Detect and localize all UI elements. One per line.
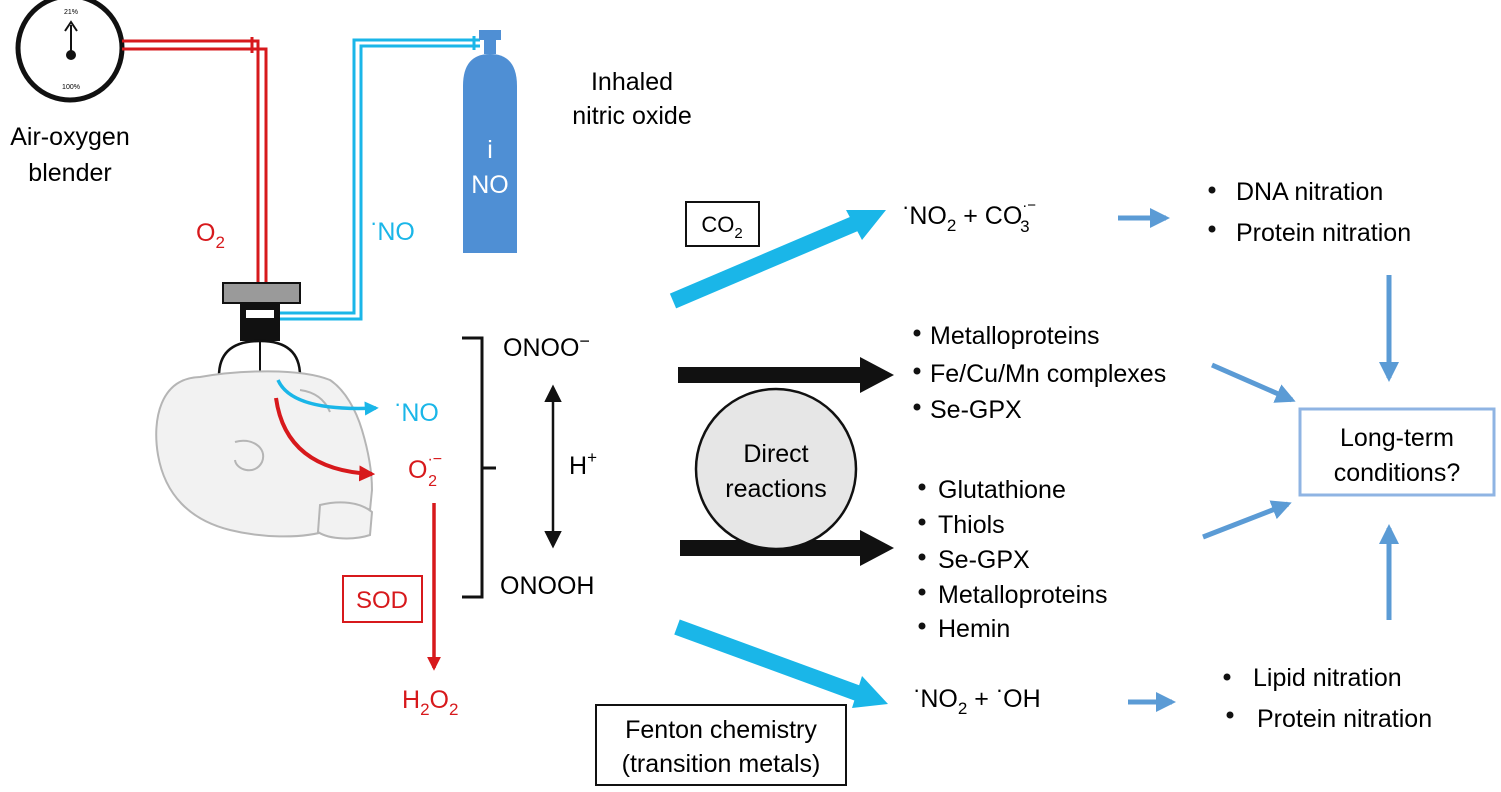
cylinder-label-i: i: [487, 136, 493, 164]
peroxynitrous-acid-label: ONOOH: [500, 572, 594, 600]
direct-upper-arrow-head: [860, 357, 894, 393]
fenton-pathway-arrow-shaft: [674, 619, 871, 705]
inhaled-no-arrow: [276, 379, 379, 416]
nitric-oxide-tube: [280, 36, 480, 321]
cylinder-caption-line1: Inhaled: [591, 68, 673, 96]
infant-head-icon: [155, 370, 374, 540]
fenton-label-line1: Fenton chemistry: [625, 716, 817, 744]
blender-dial-top-label: 21%: [64, 9, 78, 16]
co2-product-label: ·NO2 + CO·−3: [902, 194, 1036, 236]
list-item: Thiols: [938, 511, 1005, 539]
nitric-oxide-cylinder-icon: [463, 30, 517, 253]
list-item: Lipid nitration: [1253, 664, 1402, 692]
sod-box: [342, 575, 423, 623]
blender-label-line2: blender: [28, 159, 111, 187]
blender-label-line1: Air-oxygen: [10, 123, 130, 151]
superoxide-label: O·−2: [408, 451, 442, 490]
blender-dial-bottom-label: 100%: [62, 84, 80, 91]
ventilator-connector-icon: [217, 282, 302, 378]
oxygen-tube: [122, 37, 268, 283]
list-item: Metalloproteins: [930, 322, 1100, 350]
co2-box: [685, 201, 760, 247]
cylinder-caption-line2: nitric oxide: [572, 102, 692, 130]
long-term-conditions-box: [1298, 407, 1496, 497]
list-item: Se-GPX: [930, 396, 1022, 424]
co2-pathway-arrow-head: [846, 210, 886, 240]
o2-tube-label: O2: [196, 219, 225, 252]
long-term-conditions-line2: conditions?: [1334, 459, 1460, 487]
list-item: Fe/Cu/Mn complexes: [930, 360, 1166, 388]
metallo-to-outcome-arrow: [1210, 362, 1296, 403]
peroxynitrite-anion-label: ONOO−: [503, 331, 590, 362]
direct-reactions-line2: reactions: [725, 475, 826, 503]
list-item: Metalloproteins: [938, 581, 1108, 609]
list-item: Glutathione: [938, 476, 1066, 504]
hydrogen-peroxide-label: H2O2: [402, 686, 458, 719]
co2-outcome-list: DNA nitration Protein nitration: [1208, 178, 1411, 247]
proton-label: H+: [569, 448, 597, 480]
list-item: Protein nitration: [1257, 705, 1432, 733]
list-item: DNA nitration: [1236, 178, 1383, 206]
fenton-pathway-arrow-head: [852, 676, 888, 708]
superoxide-arrow: [274, 397, 376, 482]
no-tube-label: ·NO: [370, 210, 415, 246]
direct-bottom-target-list: Glutathione Thiols Se-GPX Metalloprotein…: [918, 476, 1108, 643]
air-oxygen-blender: 21% 100%: [15, 0, 125, 103]
fenton-outcome-list: Lipid nitration Protein nitration: [1223, 664, 1432, 733]
fenton-product-label: ·NO2 + ·OH: [913, 677, 1041, 718]
direct-lower-arrow-head: [860, 530, 894, 566]
blender-needle-hub: [66, 50, 76, 60]
cylinder-label-no: NO: [471, 171, 509, 199]
direct-reactions-line1: Direct: [743, 440, 808, 468]
list-item: Se-GPX: [938, 546, 1030, 574]
inhaled-no-label: ·NO: [394, 391, 439, 427]
co2-pathway-arrow-shaft: [669, 210, 872, 309]
list-item: Protein nitration: [1236, 219, 1411, 247]
sod-label: SOD: [356, 587, 408, 614]
blender-needle-tip: [64, 20, 78, 32]
list-item: Hemin: [938, 615, 1010, 643]
peroxynitrite-bracket: [462, 336, 496, 599]
long-term-conditions-line1: Long-term: [1340, 424, 1454, 452]
thiol-to-outcome-arrow: [1202, 500, 1292, 540]
direct-top-target-list: Metalloproteins Fe/Cu/Mn complexes Se-GP…: [913, 322, 1166, 424]
direct-reactions-circle: [694, 387, 858, 551]
fenton-box: [595, 704, 847, 786]
fenton-label-line2: (transition metals): [622, 750, 821, 778]
co2-label: CO2: [701, 212, 742, 242]
